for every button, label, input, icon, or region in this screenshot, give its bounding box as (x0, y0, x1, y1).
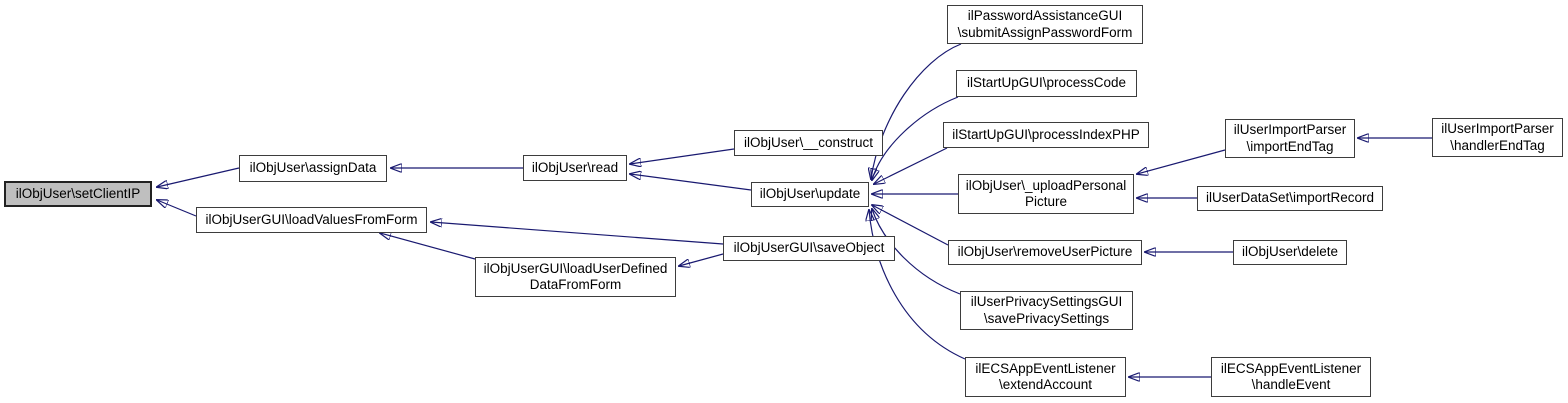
node-submitassignpasswordform[interactable]: ilPasswordAssistanceGUI \submitAssignPas… (947, 5, 1143, 44)
node-handlerendtag[interactable]: ilUserImportParser \handlerEndTag (1432, 118, 1563, 157)
edge-processindexphp-update (874, 147, 948, 184)
node-uploadpersonalpicture-label: ilObjUser\_uploadPersonal Picture (965, 177, 1127, 209)
node-saveprivacysettings-label: ilUserPrivacySettingsGUI \savePrivacySet… (970, 294, 1123, 326)
edge-extendaccount-update (869, 210, 966, 360)
node-handlerendtag-label: ilUserImportParser \handlerEndTag (1441, 121, 1554, 153)
edge-importendtag-uploadpersonalpicture (1137, 149, 1226, 174)
node-delete[interactable]: ilObjUser\delete (1233, 240, 1347, 265)
node-update-label: ilObjUser\update (759, 186, 861, 202)
node-processcode[interactable]: ilStartUpGUI\processCode (956, 70, 1137, 97)
node-processcode-label: ilStartUpGUI\processCode (966, 75, 1127, 91)
edge-saveobject-loadvaluesfromform (431, 222, 724, 245)
node-saveobject[interactable]: ilObjUserGUI\saveObject (723, 236, 895, 261)
node-construct[interactable]: ilObjUser\__construct (734, 130, 883, 156)
edge-update-read (630, 174, 752, 191)
node-saveprivacysettings[interactable]: ilUserPrivacySettingsGUI \savePrivacySet… (960, 291, 1133, 330)
node-importendtag[interactable]: ilUserImportParser \importEndTag (1225, 119, 1355, 158)
node-read[interactable]: ilObjUser\read (523, 155, 627, 181)
node-importrecord-label: ilUserDataSet\importRecord (1205, 190, 1375, 206)
node-submitassignpasswordform-label: ilPasswordAssistanceGUI \submitAssignPas… (957, 8, 1133, 40)
node-removeuserpicture-label: ilObjUser\removeUserPicture (957, 244, 1133, 260)
node-delete-label: ilObjUser\delete (1241, 244, 1339, 260)
edge-saveprivacysettings-update (872, 209, 961, 295)
edge-saveobject-loaduserdefined (679, 253, 724, 266)
node-setclientip: ilObjUser\setClientIP (4, 181, 152, 207)
edge-removeuserpicture-update (872, 205, 949, 246)
node-extendaccount-label: ilECSAppEventListener \extendAccount (975, 360, 1116, 392)
node-construct-label: ilObjUser\__construct (743, 134, 874, 150)
node-read-label: ilObjUser\read (531, 159, 619, 175)
node-uploadpersonalpicture[interactable]: ilObjUser\_uploadPersonal Picture (958, 174, 1134, 214)
edge-loaduserdefined-loadvaluesfromform (380, 233, 476, 260)
node-loaduserdefineddatafromform[interactable]: ilObjUserGUI\loadUserDefined DataFromFor… (475, 257, 676, 297)
node-processindexphp-label: ilStartUpGUI\processIndexPHP (952, 126, 1140, 142)
node-setclientip-label: ilObjUser\setClientIP (15, 185, 141, 201)
edge-submitassignpasswordform-update (871, 43, 962, 179)
node-processindexphp[interactable]: ilStartUpGUI\processIndexPHP (943, 122, 1149, 148)
node-update[interactable]: ilObjUser\update (751, 182, 869, 207)
edge-assigndata-setclientip (157, 167, 240, 187)
node-assigndata[interactable]: ilObjUser\assignData (239, 155, 387, 182)
node-loaduserdefineddatafromform-label: ilObjUserGUI\loadUserDefined DataFromFor… (483, 260, 668, 292)
edge-loadvaluesfromform-setclientip (157, 200, 197, 217)
edge-processcode-update (872, 96, 959, 180)
node-handleevent[interactable]: ilECSAppEventListener \handleEvent (1211, 357, 1371, 397)
node-assigndata-label: ilObjUser\assignData (249, 160, 377, 176)
node-extendaccount[interactable]: ilECSAppEventListener \extendAccount (965, 357, 1126, 397)
node-saveobject-label: ilObjUserGUI\saveObject (733, 240, 885, 256)
node-loadvaluesfromform[interactable]: ilObjUserGUI\loadValuesFromForm (196, 207, 427, 233)
node-importendtag-label: ilUserImportParser \importEndTag (1233, 122, 1347, 154)
node-loadvaluesfromform-label: ilObjUserGUI\loadValuesFromForm (205, 211, 418, 227)
node-removeuserpicture[interactable]: ilObjUser\removeUserPicture (948, 240, 1142, 265)
edge-construct-read (630, 148, 735, 164)
node-handleevent-label: ilECSAppEventListener \handleEvent (1220, 360, 1362, 392)
node-importrecord[interactable]: ilUserDataSet\importRecord (1197, 186, 1383, 211)
